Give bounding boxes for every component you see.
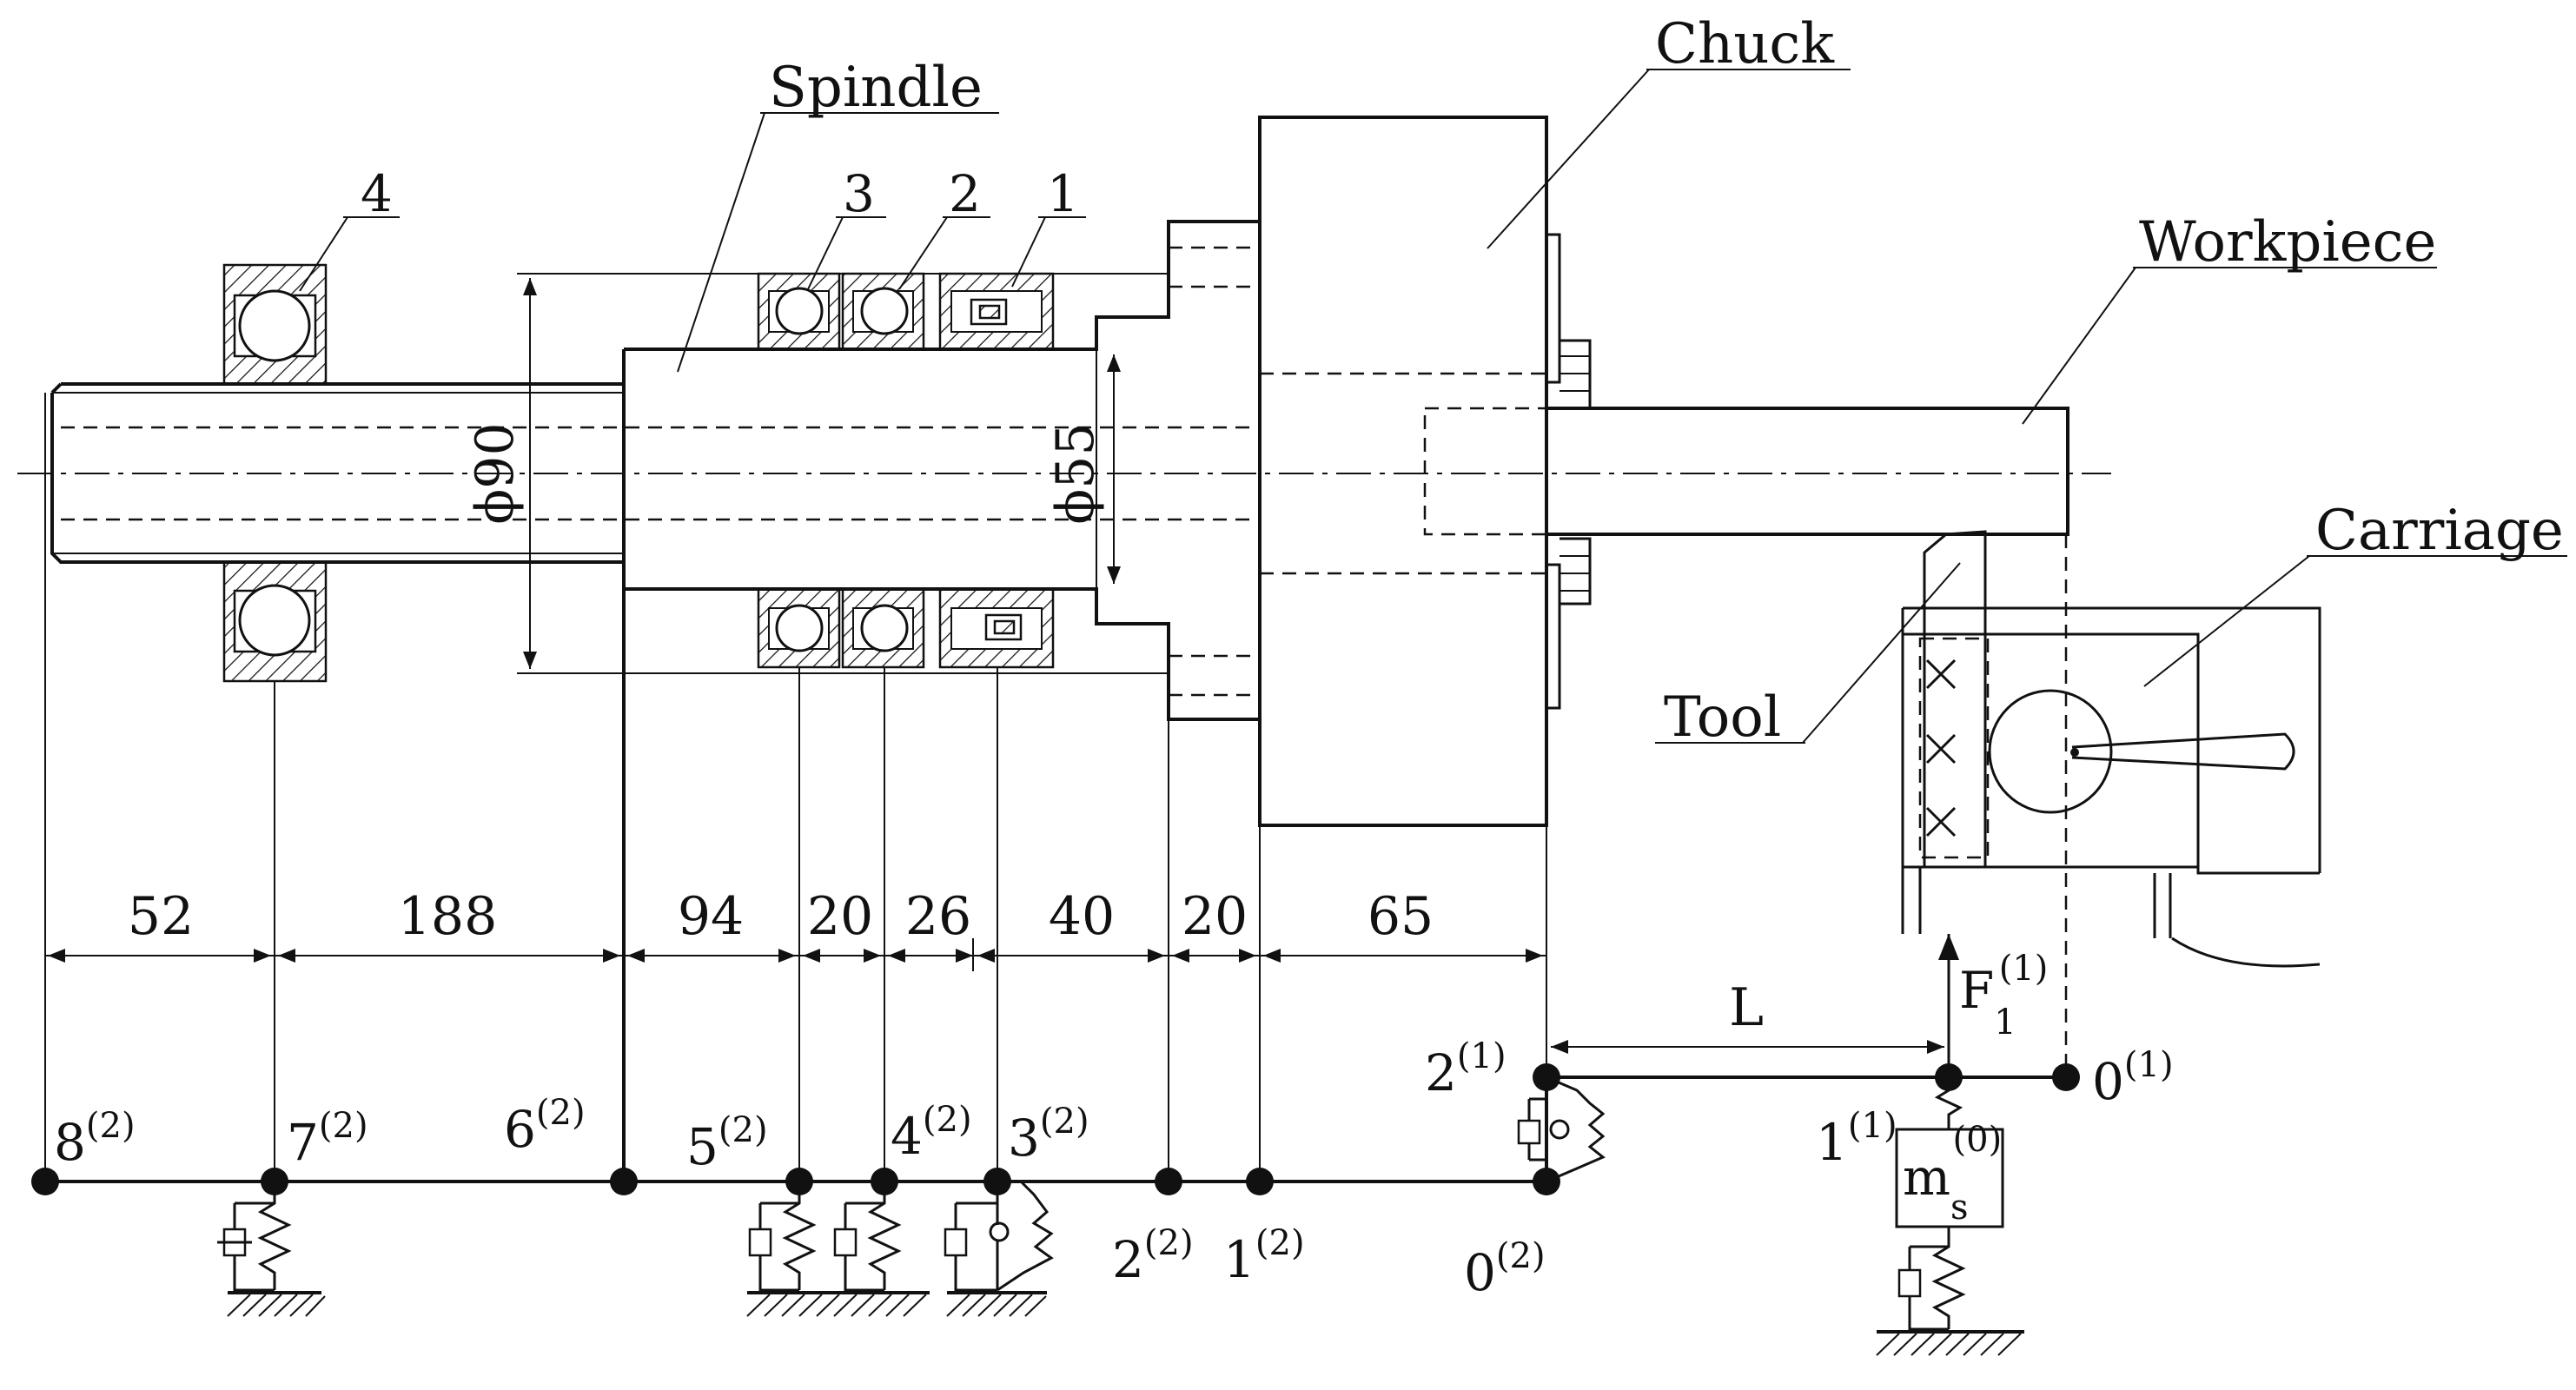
- svg-text:5(2): 5(2): [686, 1110, 768, 1176]
- svg-text:1(2): 1(2): [1223, 1223, 1305, 1289]
- bearing-3-number: 3: [843, 164, 875, 223]
- bearing-4-number: 4: [361, 164, 393, 223]
- tool-node-labels: 2(1) 1(1) 0(1): [1425, 1036, 2174, 1172]
- axial-dimension-chain: 52 188 94 20 26 40 20 65: [45, 886, 1546, 971]
- carriage-assembly: [1901, 530, 2321, 1073]
- spindle-beam-model: [31, 1168, 1560, 1195]
- svg-text:8(2): 8(2): [54, 1106, 136, 1172]
- workpiece-bar: [1545, 407, 2069, 536]
- bearing-labels: 4 3 2 1: [299, 164, 1086, 292]
- node-2-1: [1533, 1063, 1560, 1091]
- dim-52: 52: [128, 886, 194, 947]
- svg-text:0(2): 0(2): [1464, 1236, 1546, 1302]
- dim-26: 26: [905, 886, 971, 947]
- support-node-3: [944, 1180, 1054, 1317]
- svg-text:2(2): 2(2): [1112, 1223, 1194, 1289]
- carriage-mass-block: ms(0): [1876, 1077, 2024, 1356]
- node-8-2: [31, 1168, 59, 1195]
- svg-text:1(1): 1(1): [1816, 1106, 1897, 1172]
- support-node-5: [748, 1182, 817, 1292]
- spindle-shaft: [50, 220, 1260, 1182]
- bearing-1-number: 1: [1047, 164, 1079, 223]
- svg-text:7(2): 7(2): [287, 1106, 368, 1172]
- svg-text:ms(0): ms(0): [1903, 1120, 2002, 1228]
- chuck-coupling: [1517, 1076, 1606, 1183]
- svg-text:3(2): 3(2): [1008, 1102, 1089, 1168]
- bearing-4: [222, 263, 328, 683]
- svg-text:0(1): 0(1): [2092, 1045, 2174, 1111]
- support-node-7: [217, 1182, 326, 1317]
- spindle-label: Spindle: [769, 56, 983, 120]
- chuck-label: Chuck: [1655, 12, 1835, 76]
- node-2-2: [1155, 1168, 1182, 1195]
- support-node-4: [833, 1182, 902, 1292]
- spindle-node-labels: 8(2) 7(2) 6(2) 5(2) 4(2) 3(2) 2(2) 1(2) …: [54, 1093, 1546, 1302]
- diameter-90-label: ϕ90: [465, 422, 526, 524]
- dim-20-b: 20: [1182, 886, 1248, 947]
- dim-20-a: 20: [807, 886, 873, 947]
- diameter-55-label: ϕ55: [1045, 422, 1106, 524]
- svg-text:2(1): 2(1): [1425, 1036, 1507, 1102]
- projection-lines: [44, 393, 1547, 1177]
- bearing-3: [757, 272, 841, 669]
- bearing-1: [938, 272, 1055, 669]
- length-label: L: [1729, 977, 1764, 1038]
- svg-text:4(2): 4(2): [891, 1100, 972, 1166]
- workpiece-label: Workpiece: [2139, 210, 2436, 275]
- bearing-2: [841, 272, 925, 669]
- dim-40: 40: [1049, 886, 1115, 947]
- svg-text:F1(1): F1(1): [1959, 949, 2048, 1042]
- tool-beam-model: [1533, 1063, 2080, 1091]
- bearing-2-number: 2: [949, 164, 981, 223]
- svg-text:6(2): 6(2): [504, 1093, 586, 1159]
- node-0-1: [2052, 1063, 2080, 1091]
- tool-label: Tool: [1664, 685, 1781, 750]
- dim-188: 188: [398, 886, 498, 947]
- dim-94: 94: [678, 886, 744, 947]
- length-dimension: L: [1551, 977, 1950, 1077]
- chuck-body: [1258, 116, 1592, 827]
- component-labels: Spindle Chuck Workpiece Carriage Tool: [677, 12, 2567, 750]
- carriage-label: Carriage: [2315, 499, 2564, 563]
- force-arrow: F1(1): [1938, 934, 2048, 1077]
- dim-65: 65: [1367, 886, 1434, 947]
- node-1-2: [1246, 1168, 1274, 1195]
- ground-5-4: [746, 1291, 930, 1317]
- node-6-2: [610, 1168, 638, 1195]
